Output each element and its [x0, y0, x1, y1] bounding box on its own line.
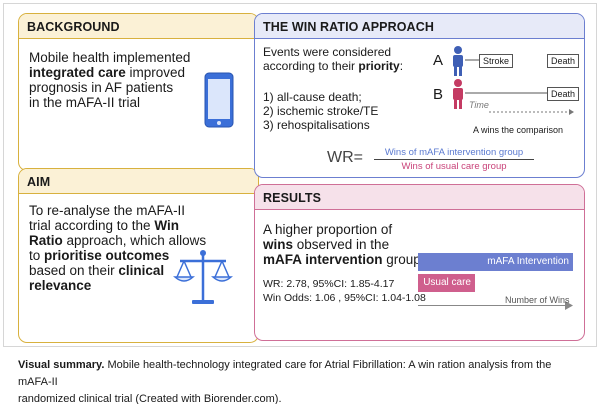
caption-line-2: randomized clinical trial (Created with … [18, 393, 282, 404]
wins-bold: wins [263, 237, 294, 252]
bar-mafa-intervention: mAFA Intervention [418, 253, 573, 271]
priority-item-1: 1) all-cause death; [263, 90, 362, 104]
balance-scale-icon [173, 250, 233, 304]
background-line-2: integrated care improved [29, 65, 190, 80]
aim-line-4: to prioritise outcomes [29, 248, 206, 263]
clinical-bold: clinical [118, 263, 165, 278]
aim-line-1: To re-analyse the mAFA-II [29, 203, 186, 218]
caption-line-1: Mobile health-technology integrated care… [18, 359, 552, 388]
aim-text: To re-analyse the mAFA-II trial accordin… [29, 203, 206, 293]
wr-denominator: Wins of usual care group [401, 161, 507, 172]
intro-line-1: Events were considered [263, 45, 392, 59]
results-line-1: A higher proportion of [263, 222, 393, 237]
priority-list: 1) all-cause death; 2) ischemic stroke/T… [263, 90, 378, 132]
x-axis-line [418, 305, 568, 306]
x-axis-arrow-icon [565, 301, 573, 310]
aim-panel: AIM To re-analyse the mAFA-II trial acco… [18, 168, 259, 343]
person-b-icon [453, 79, 463, 109]
stroke-event-box: Stroke [479, 54, 514, 68]
death-event-box-a: Death [547, 54, 580, 68]
win-ratio-intro: Events were considered according to thei… [263, 45, 403, 73]
results-line-2-rest: observed in the [293, 237, 390, 252]
priority-item-3: 3) rehospitalisations [263, 118, 370, 132]
integrated-care-bold: integrated care [29, 65, 126, 80]
win-ratio-panel: THE WIN RATIO APPROACH Events were consi… [254, 13, 585, 178]
results-line-3: mAFA intervention group [263, 252, 421, 267]
results-panel: RESULTS A higher proportion of wins obse… [254, 184, 585, 341]
win-ratio-heading: THE WIN RATIO APPROACH [255, 14, 584, 39]
patient-a-label: A [433, 52, 444, 69]
wr-formula-label: WR= [327, 149, 363, 166]
aim-line-6: relevance [29, 278, 206, 293]
wr-numerator: Wins of mAFA intervention group [384, 147, 524, 158]
tablet-icon [204, 72, 234, 128]
caption-bold: Visual summary. [18, 359, 105, 371]
win-ratio-stat: WR: 2.78, 95%CI: 1.85-4.17 [263, 278, 395, 290]
death-event-box-b: Death [547, 87, 580, 101]
aim-line-2: trial according to the Win [29, 218, 206, 233]
win-odds-stat: Win Odds: 1.06 , 95%CI: 1.04-1.08 [263, 292, 426, 304]
aim-line-3: Ratio approach, which allows [29, 233, 206, 248]
results-line-3-rest: group [382, 252, 421, 267]
priority-item-2: 2) ischemic stroke/TE [263, 104, 379, 118]
x-axis-label: Number of Wins [505, 295, 570, 305]
aim-line-5: based on their clinical [29, 263, 206, 278]
relevance-bold: relevance [29, 278, 92, 293]
results-line-2: wins observed in the [263, 237, 421, 252]
ratio-bold: Ratio [29, 233, 63, 248]
win-bold: Win [154, 218, 179, 233]
bar-usual-care: Usual care [418, 274, 475, 292]
aim-line-5-pre: based on their [29, 263, 119, 278]
results-heading: RESULTS [255, 185, 584, 210]
results-text: A higher proportion of wins observed in … [263, 222, 421, 267]
intro-line-2: according to their priority: [263, 59, 403, 73]
aim-line-4-pre: to [29, 248, 45, 263]
priority-bold: priority [358, 59, 400, 73]
background-panel: BACKGROUND Mobile health implemented int… [18, 13, 259, 171]
mafa-intervention-bold: mAFA intervention [263, 252, 383, 267]
comparison-note: A wins the comparison [473, 125, 564, 135]
prioritise-outcomes-bold: prioritise outcomes [44, 248, 170, 263]
background-heading: BACKGROUND [19, 14, 258, 39]
figure-caption: Visual summary. Mobile health-technology… [18, 357, 588, 404]
time-label: Time [469, 100, 489, 110]
background-line-2-rest: improved [125, 65, 186, 80]
background-line-1: Mobile health implemented [29, 50, 191, 65]
aim-heading: AIM [19, 169, 258, 194]
intro-line-2-pre: according to their [263, 59, 359, 73]
aim-line-2-pre: trial according to the [29, 218, 155, 233]
patient-b-label: B [433, 86, 444, 103]
aim-line-3-rest: approach, which allows [62, 233, 207, 248]
fraction-bar [374, 159, 534, 160]
background-line-4: in the mAFA-II trial [29, 95, 141, 110]
intro-line-2-post: : [399, 59, 404, 73]
background-text: Mobile health implemented integrated car… [29, 50, 190, 110]
person-a-icon [453, 46, 463, 76]
background-line-3: prognosis in AF patients [29, 80, 174, 95]
